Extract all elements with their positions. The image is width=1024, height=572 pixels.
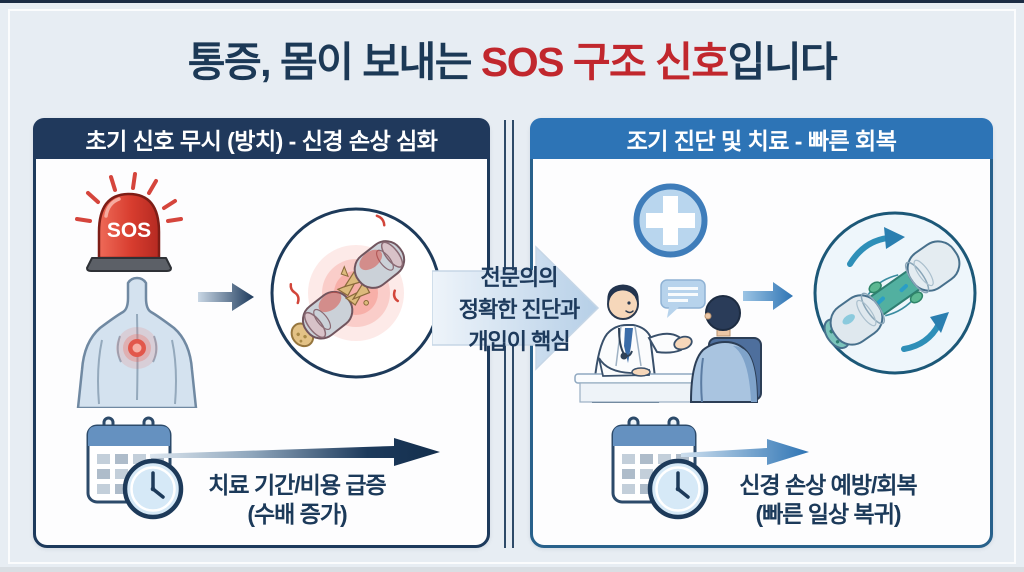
- sos-siren-icon: SOS: [73, 170, 185, 272]
- neglect-outcome-text: 치료 기간/비용 급증 (수배 증가): [142, 471, 452, 530]
- doctor-consultation-illustration: [573, 266, 771, 404]
- treatment-outcome-line2: (빠른 일상 복귀): [755, 501, 901, 528]
- center-arrow-icon: [432, 233, 602, 383]
- top-border-line: [0, 0, 1024, 3]
- speech-bubble-icon: [660, 279, 706, 318]
- treatment-outcome-line1: 신경 손상 예방/회복: [739, 472, 917, 498]
- neglect-panel: 초기 신호 무시 (방치) - 신경 손상 심화 SOS: [33, 118, 490, 548]
- healing-nerve-illustration: [812, 210, 979, 377]
- arrow-right-icon: [743, 278, 795, 314]
- treatment-panel-header: 조기 진단 및 치료 - 빠른 회복: [530, 118, 993, 159]
- title-part1: 통증, 몸이 보내는: [187, 39, 481, 85]
- treatment-panel: 조기 진단 및 치료 - 빠른 회복: [530, 118, 993, 548]
- neglect-panel-title: 초기 신호 무시 (방치) - 신경 손상 심화: [85, 127, 438, 154]
- center-arrow-message: 전문의의 정확한 진단과 개입이 핵심: [458, 265, 581, 354]
- timeline-arrow: [681, 436, 811, 468]
- treatment-outcome-text: 신경 손상 예방/회복 (빠른 일상 복귀): [673, 471, 983, 530]
- title-part2: 입니다: [727, 39, 838, 85]
- title-highlight: SOS 구조 신호: [480, 39, 729, 85]
- calendar-clock-icon: [605, 416, 713, 522]
- treatment-panel-title: 조기 진단 및 치료 - 빠른 회복: [626, 127, 897, 154]
- timeline-arrow: [150, 436, 442, 468]
- neglect-outcome-line1: 치료 기간/비용 급증: [208, 472, 386, 498]
- neglect-outcome-line2: (수배 증가): [247, 501, 347, 528]
- bottom-border-strip: [0, 567, 1024, 572]
- damaged-nerve-illustration: [268, 205, 444, 381]
- back-pain-figure: [68, 256, 206, 408]
- neglect-panel-header: 초기 신호 무시 (방치) - 신경 손상 심화: [33, 118, 490, 159]
- page-title: 통증, 몸이 보내는 SOS 구조 신호입니다: [0, 28, 1024, 88]
- arrow-right-icon: [198, 280, 256, 314]
- medical-cross-icon: [632, 182, 709, 259]
- calendar-clock-icon: [80, 416, 188, 522]
- pain-spot: [116, 327, 158, 369]
- sos-label: SOS: [107, 219, 151, 242]
- regeneration-arrows: [847, 227, 949, 352]
- siren-rays: [75, 172, 183, 223]
